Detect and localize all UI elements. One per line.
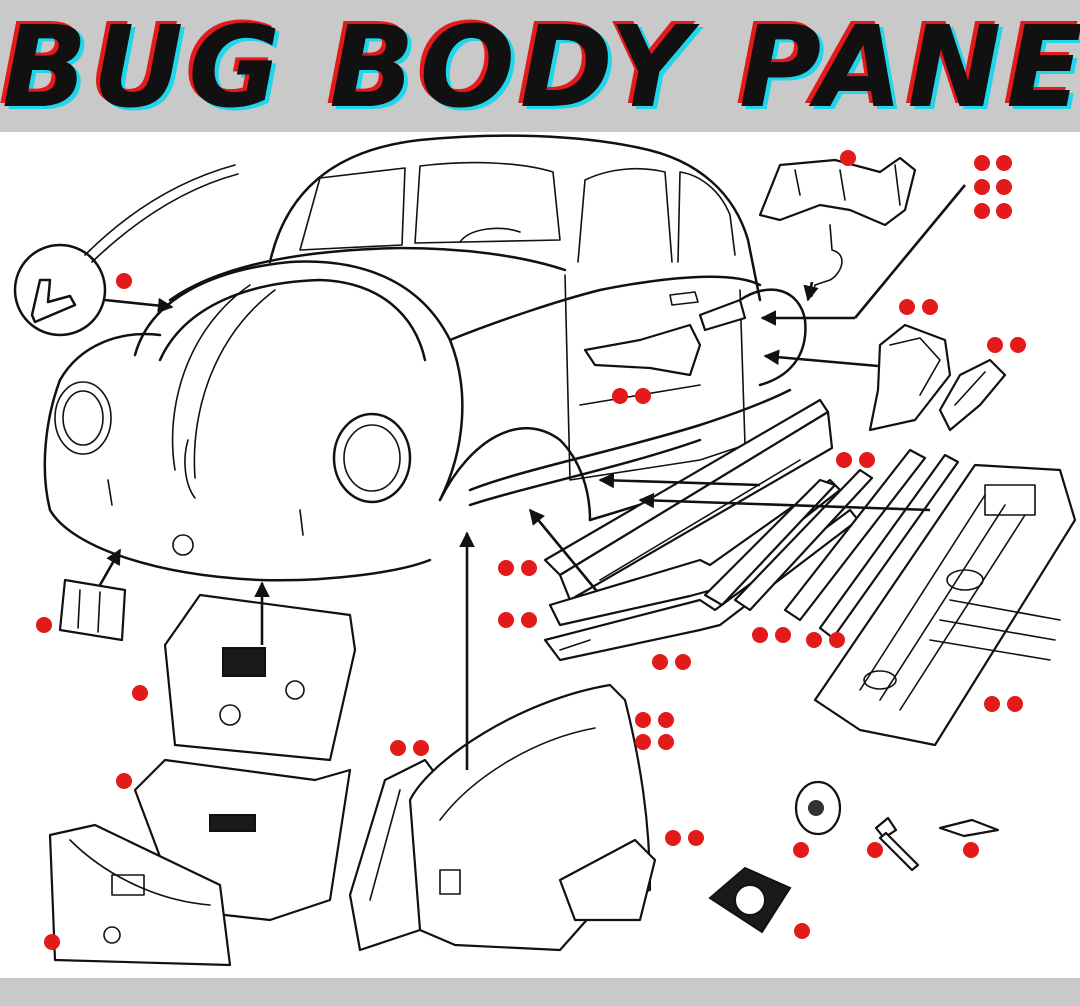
marker xyxy=(658,712,674,728)
marker xyxy=(996,155,1012,171)
marker xyxy=(635,712,651,728)
marker xyxy=(836,452,852,468)
body-mount-plate-illustration xyxy=(794,780,842,836)
window-seal-illustration xyxy=(13,164,239,337)
page-title-text: BUG BODY PANELS xyxy=(2,3,1080,132)
marker xyxy=(752,627,768,643)
marker xyxy=(987,337,1003,353)
body-bolt-illustration xyxy=(874,816,920,872)
marker xyxy=(829,632,845,648)
marker xyxy=(635,388,651,404)
marker xyxy=(658,734,674,750)
front-bumper-bracket-illustration xyxy=(58,548,127,642)
page-title: BUG BODY PANELS xyxy=(0,4,1080,132)
marker xyxy=(984,696,1000,712)
marker xyxy=(652,654,668,670)
marker xyxy=(498,560,514,576)
marker xyxy=(996,203,1012,219)
marker xyxy=(793,842,809,858)
marker xyxy=(775,627,791,643)
marker xyxy=(1010,337,1026,353)
running-board-support-illustration xyxy=(703,468,874,612)
marker xyxy=(859,452,875,468)
marker xyxy=(665,830,681,846)
marker xyxy=(1007,696,1023,712)
marker xyxy=(521,612,537,628)
rear-quarter-inner-panel-illustration xyxy=(758,156,967,326)
marker xyxy=(390,740,406,756)
marker xyxy=(974,179,990,195)
header-bar: BUG BODY PANELS xyxy=(0,0,1080,132)
marker xyxy=(36,617,52,633)
beetle-body-illustration xyxy=(43,134,807,582)
floor-pan-illustration xyxy=(813,463,1077,747)
marker xyxy=(794,923,810,939)
rear-corner-bracket-illustration xyxy=(938,358,1007,432)
marker xyxy=(44,934,60,950)
exploded-parts-diagram xyxy=(0,132,1080,978)
marker xyxy=(116,273,132,289)
front-clip-illustration xyxy=(48,823,232,967)
nut-clip-illustration xyxy=(938,818,1000,838)
marker xyxy=(840,150,856,166)
spare-tire-well-illustration xyxy=(163,581,357,762)
marker xyxy=(116,773,132,789)
marker xyxy=(521,560,537,576)
marker xyxy=(612,388,628,404)
marker xyxy=(635,734,651,750)
marker xyxy=(867,842,883,858)
marker xyxy=(922,299,938,315)
marker xyxy=(899,299,915,315)
part-markers xyxy=(36,150,1026,950)
marker xyxy=(132,685,148,701)
fuel-filler-housing-illustration xyxy=(708,866,792,934)
marker xyxy=(963,842,979,858)
marker xyxy=(688,830,704,846)
floor-pan-rail-illustration xyxy=(598,448,960,640)
rear-wheel-housing-panel-illustration xyxy=(763,323,952,432)
footer-bar xyxy=(0,978,1080,1006)
marker xyxy=(498,612,514,628)
marker xyxy=(675,654,691,670)
heater-channel-illustration xyxy=(528,398,834,602)
marker xyxy=(996,179,1012,195)
marker xyxy=(974,155,990,171)
marker xyxy=(806,632,822,648)
fender-extension-illustration xyxy=(558,838,657,922)
marker xyxy=(974,203,990,219)
marker xyxy=(413,740,429,756)
